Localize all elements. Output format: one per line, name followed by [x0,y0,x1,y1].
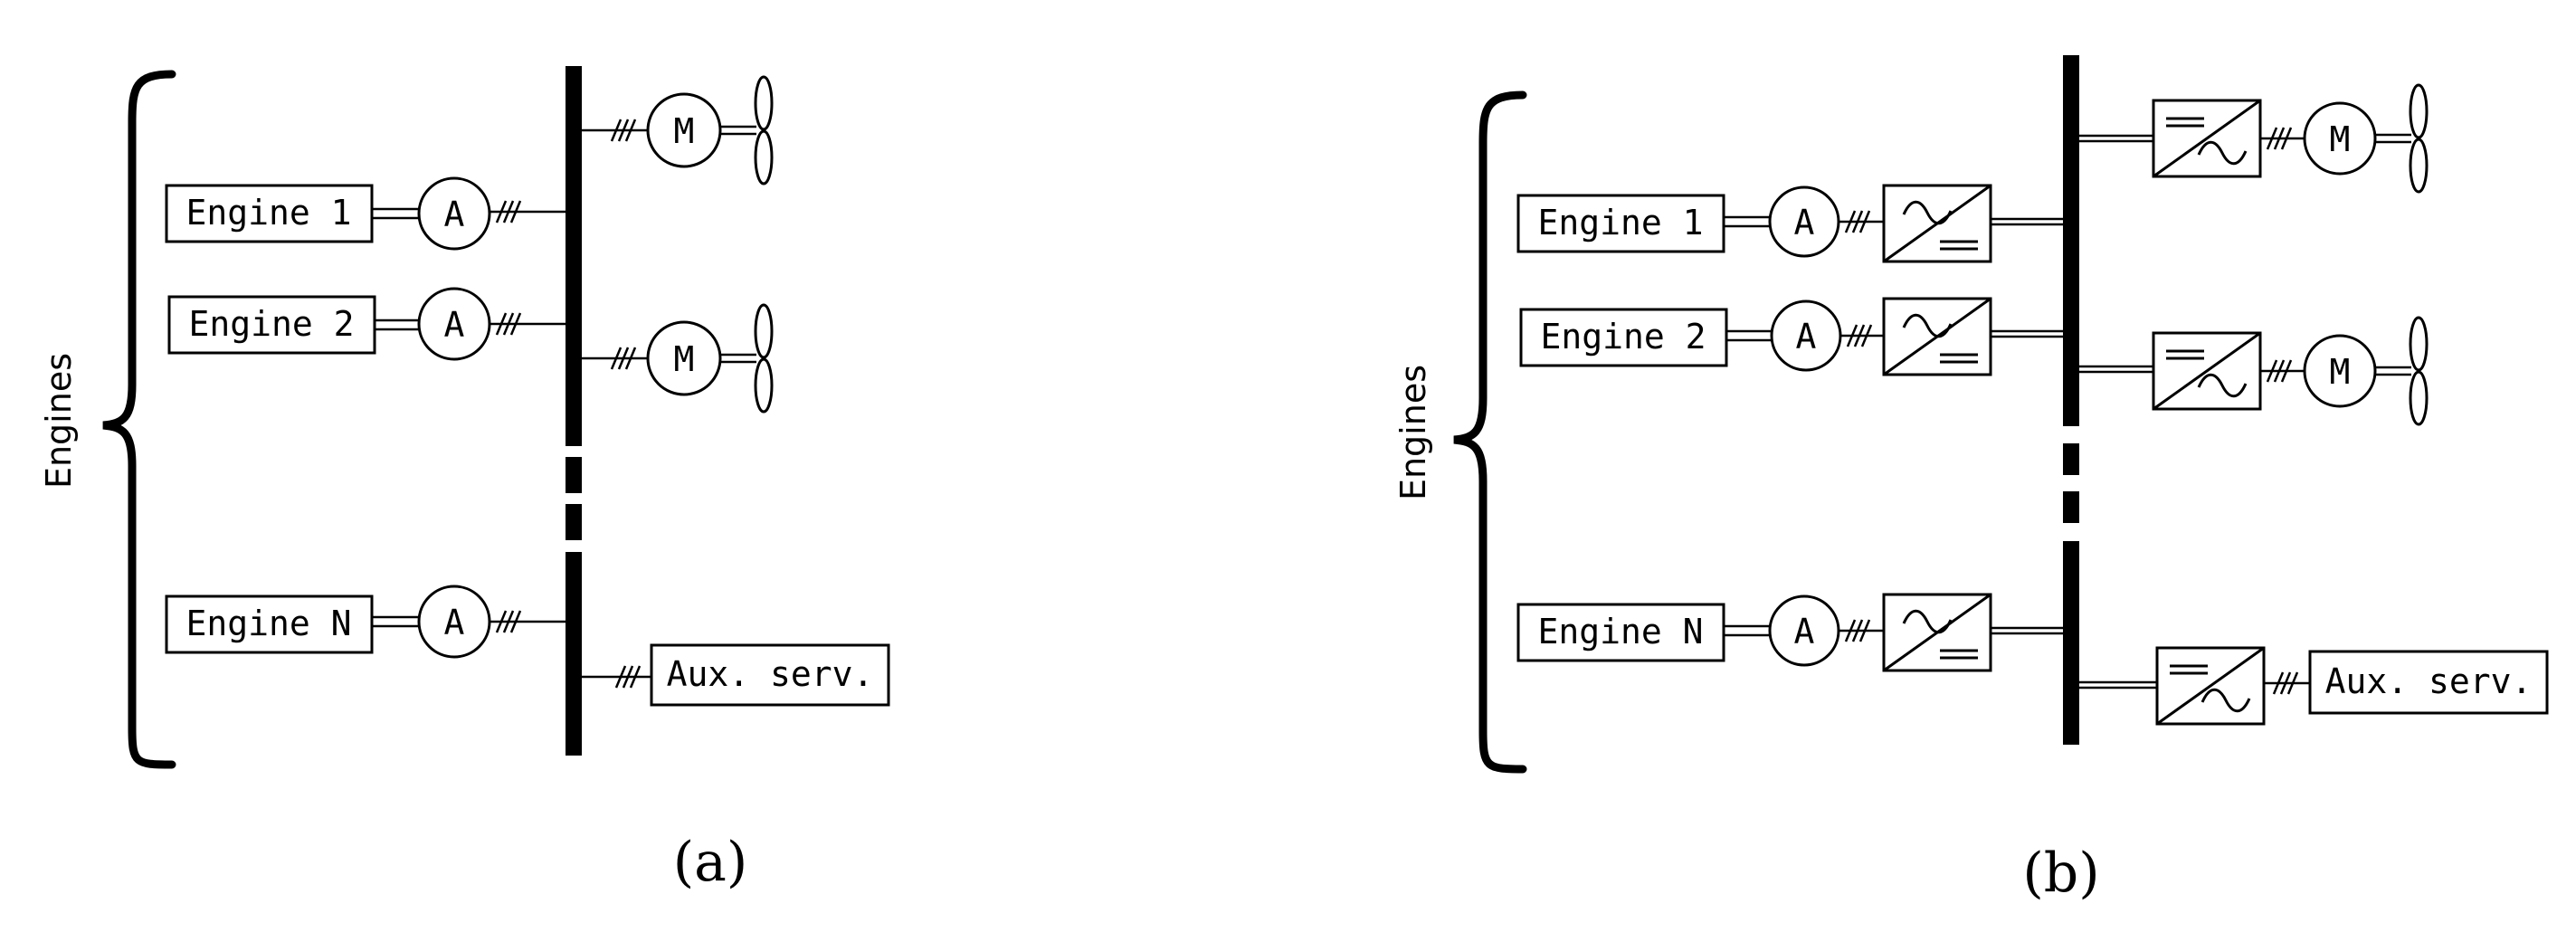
aux-row: Aux. serv. [582,643,890,707]
motor-symbol [646,92,722,168]
propeller-icon [2373,83,2429,194]
alternator-symbol [417,176,491,251]
motor-symbol [2303,101,2377,176]
engine-box [1519,308,1728,367]
engine-row-1: Engine 1 A [165,176,566,251]
aux-box [650,643,890,707]
engine-row-2: Engine 2 A [1519,297,2063,376]
engine-box [165,594,374,654]
motor-row-2: M [582,303,774,414]
propeller-icon [718,303,774,414]
motor-symbol [2303,334,2377,408]
panel-caption: (b) [2022,842,2099,905]
ac-dc-converter-icon [1882,297,1992,376]
aux-label: Aux. serv. [667,654,874,694]
motor-label: M [674,111,695,151]
engine-box [167,295,376,355]
engine-label: Engine N [185,604,351,643]
ac-dc-converter-icon [1882,184,1992,263]
alternator-label: A [1794,612,1815,651]
engine-label: Engine 1 [1537,203,1703,243]
busbar [566,66,582,756]
engine-label: Engine 2 [1540,317,1706,357]
propeller-icon [718,75,774,185]
ac-dc-converter-icon [1882,593,1992,672]
alternator-label: A [1796,317,1817,357]
aux-label: Aux. serv. [2325,661,2533,701]
engine-row-1: Engine 1 A [1516,184,2063,263]
engine-box [1516,603,1725,662]
motor-row-1: M [582,75,774,185]
alternator-label: A [444,603,465,642]
dc-ac-converter-icon [2155,646,2266,726]
busbar [2063,55,2079,745]
motor-symbol [646,320,722,396]
alternator-label: A [444,195,465,234]
engine-box [165,184,374,243]
alternator-label: A [1794,203,1815,243]
engine-row-n: Engine N A [165,585,566,659]
engines-label: Engines [1393,365,1433,500]
engine-label: Engine 2 [188,304,354,344]
motor-row-2: M [2079,316,2429,426]
dc-ac-converter-icon [2152,99,2262,178]
panel-a: Engines Engine 1 A Engine 2 A [39,66,890,894]
engine-box [1516,194,1725,253]
engines-label: Engines [39,353,79,489]
motor-label: M [674,339,695,379]
alternator-label: A [444,305,465,345]
engine-row-2: Engine 2 A [167,287,566,361]
panel-b: Engines Engine 1 A Engine 2 [1393,55,2549,905]
engine-label: Engine 1 [185,193,351,233]
engines-brace [1453,90,1527,774]
motor-label: M [2330,119,2351,159]
dc-ac-converter-icon [2152,331,2262,411]
motor-row-1: M [2079,83,2429,194]
engines-brace [102,70,176,769]
motor-label: M [2330,352,2351,392]
engine-row-n: Engine N A [1516,593,2063,672]
panel-caption: (a) [673,831,748,894]
propeller-icon [2373,316,2429,426]
aux-row: Aux. serv. [2079,646,2549,726]
engine-label: Engine N [1537,612,1703,651]
aux-box [2308,650,2549,715]
